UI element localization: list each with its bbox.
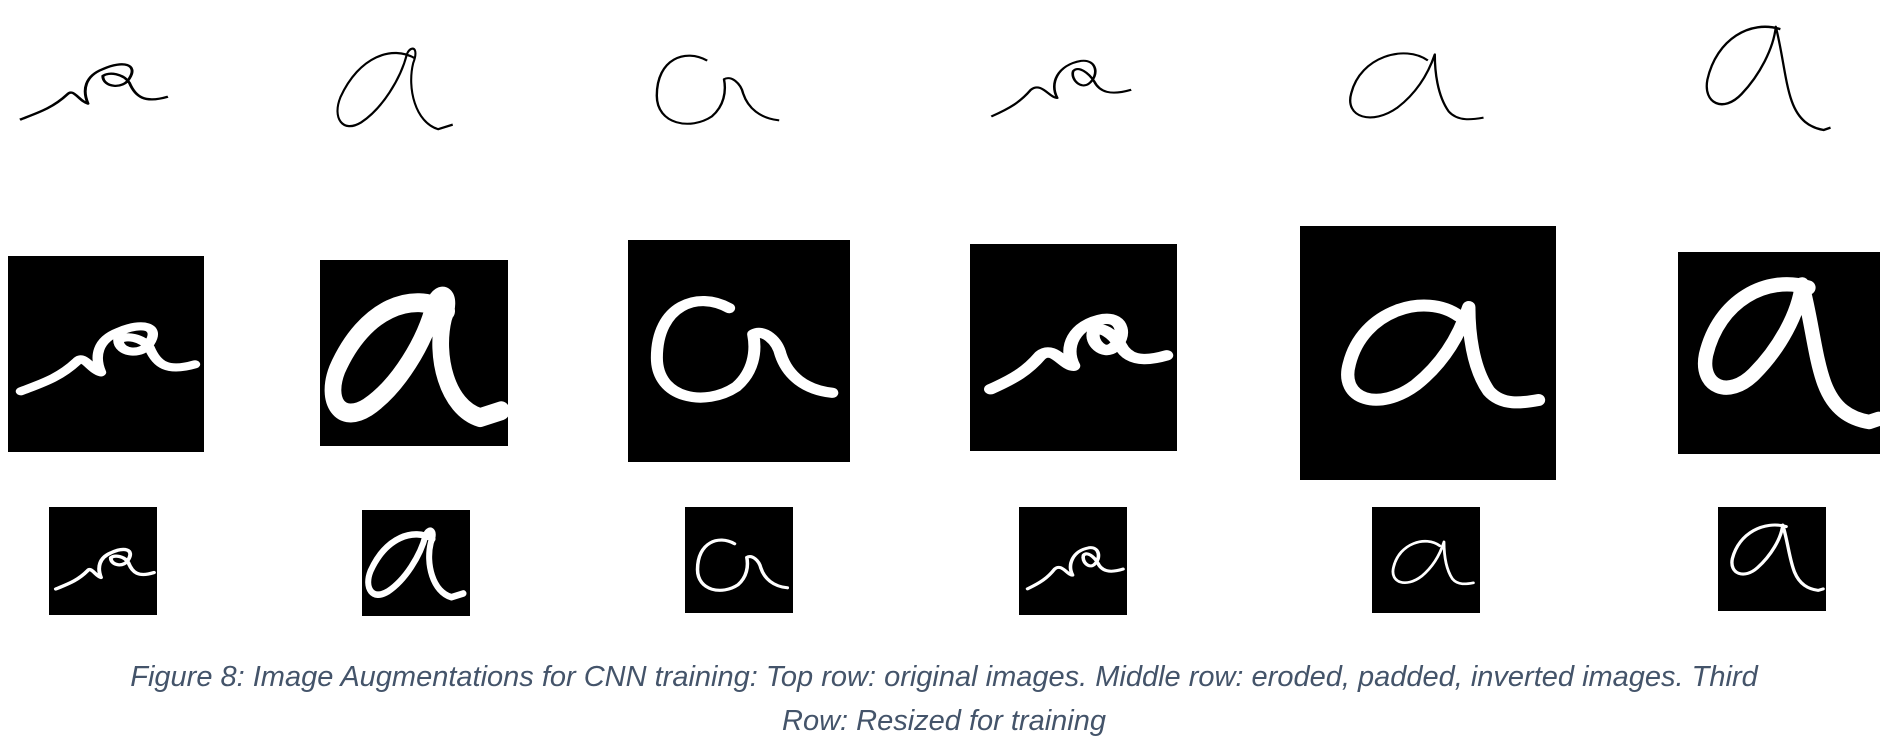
inverted-image-3 [628,240,850,462]
top-row-original [18,25,1832,132]
original-image-1 [18,62,170,122]
original-image-4 [989,59,1133,118]
original-image-3 [655,54,781,125]
resized-image-6 [1718,507,1826,611]
figure-caption-line-1: Figure 8: Image Augmentations for CNN tr… [130,661,1758,693]
middle-row-inverted [8,226,1880,480]
original-image-2 [336,47,454,131]
figure-caption-line-2: Row: Resized for training [782,705,1106,737]
original-image-6 [1705,25,1832,132]
resized-image-3 [685,507,793,613]
third-row-resized [49,507,1826,616]
inverted-image-1 [8,256,204,452]
resized-image-5 [1372,507,1480,613]
original-image-5 [1349,52,1485,121]
augmentation-figure [8,25,1888,616]
inverted-image-5 [1300,226,1556,480]
